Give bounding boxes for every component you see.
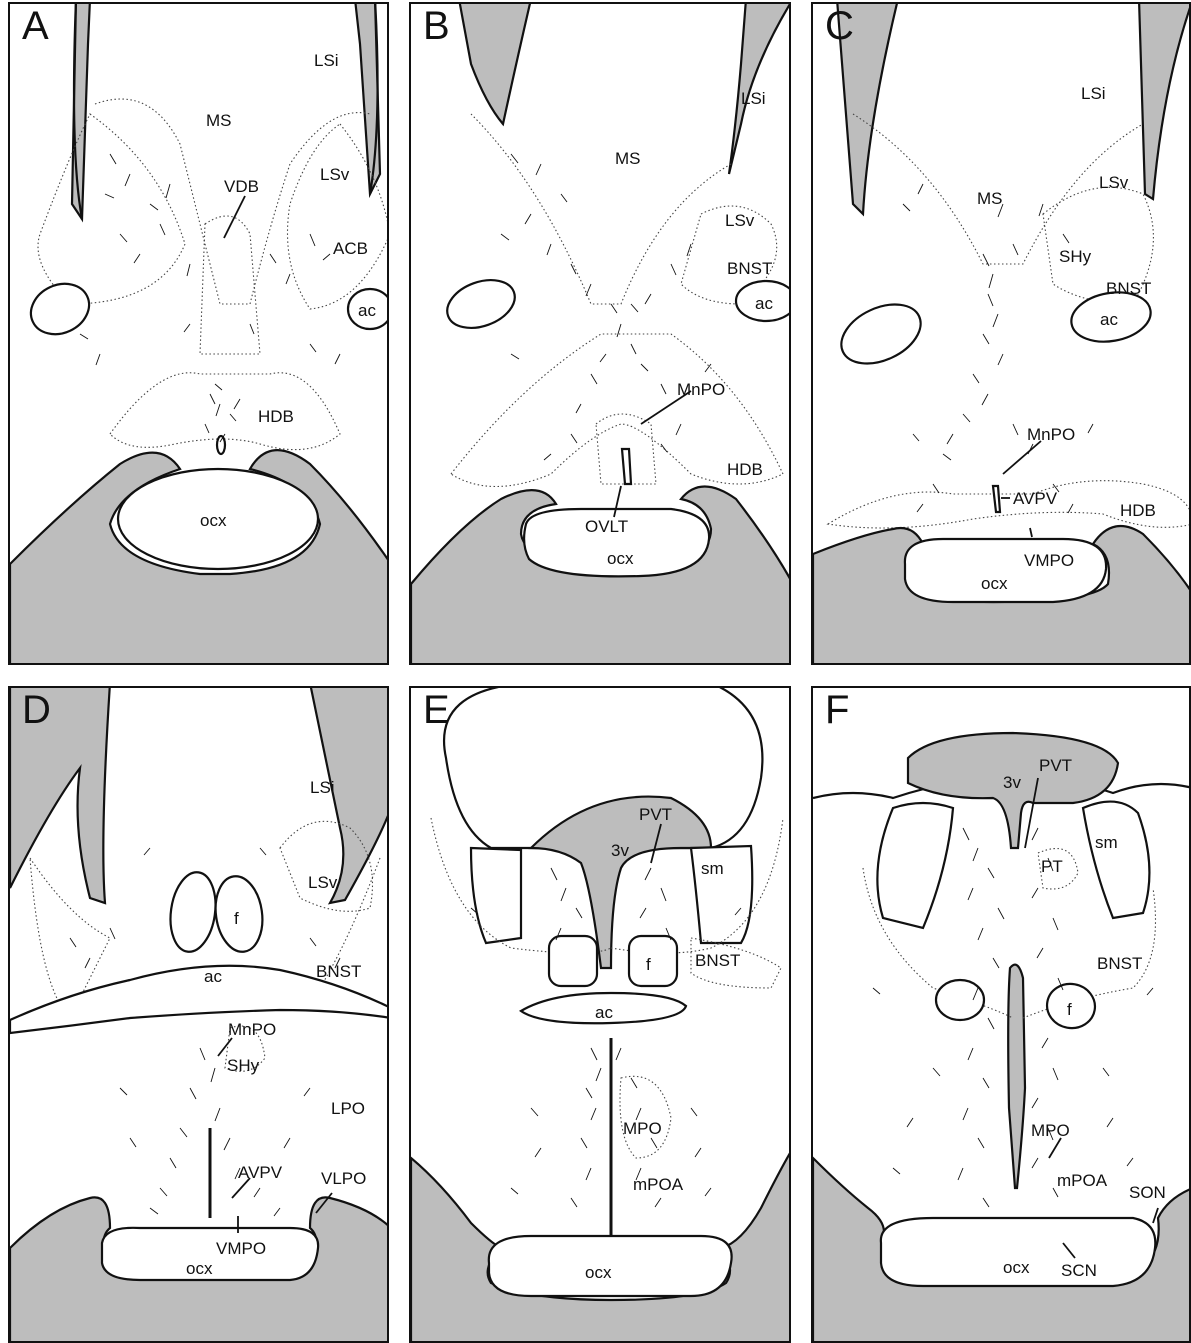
region-label-avpv: AVPV bbox=[238, 1163, 283, 1182]
region-label-scn: SCN bbox=[1061, 1261, 1097, 1280]
region-label-ac: ac bbox=[755, 294, 773, 313]
region-label-pvt: PVT bbox=[639, 805, 672, 824]
region-label-son: SON bbox=[1129, 1183, 1166, 1202]
region-label-acb: ACB bbox=[333, 239, 368, 258]
region-label-lsi: LSi bbox=[314, 51, 339, 70]
region-label-mpo: MPO bbox=[1031, 1121, 1070, 1140]
region-label-bnst: BNST bbox=[695, 951, 740, 970]
region-label-bnst: BNST bbox=[1106, 279, 1151, 298]
region-label-mpo: MPO bbox=[623, 1119, 662, 1138]
panel-c-drawing: LSi MS LSv SHy BNST ac MnPO AVPV HDB VMP… bbox=[813, 4, 1191, 665]
region-label-lpo: LPO bbox=[331, 1099, 365, 1118]
fornix-left bbox=[549, 936, 597, 986]
ms-outline bbox=[95, 99, 370, 304]
region-label-lsv: LSv bbox=[308, 873, 338, 892]
panel-letter: F bbox=[825, 690, 849, 730]
region-label-vlpo: VLPO bbox=[321, 1169, 366, 1188]
region-label-lsi: LSi bbox=[741, 89, 766, 108]
region-label-vmpo: VMPO bbox=[216, 1239, 266, 1258]
region-label-ms: MS bbox=[977, 189, 1003, 208]
panel-letter: A bbox=[22, 6, 49, 46]
region-label-vmpo: VMPO bbox=[1024, 551, 1074, 570]
fornix-right bbox=[211, 873, 267, 955]
region-label-ovlt: OVLT bbox=[585, 517, 628, 536]
region-label-ocx: ocx bbox=[186, 1259, 213, 1278]
region-label-shy: SHy bbox=[1059, 247, 1092, 266]
ac-left bbox=[441, 271, 522, 336]
lsi-region bbox=[82, 698, 341, 868]
fornix-left bbox=[936, 980, 984, 1020]
panel-e: PVT 3v sm f BNST ac MPO mPOA ocx E bbox=[409, 686, 791, 1343]
region-label-mnpo: MnPO bbox=[677, 380, 725, 399]
region-label-pvt: PVT bbox=[1039, 756, 1072, 775]
region-label-vdb: VDB bbox=[224, 177, 259, 196]
region-label-ac: ac bbox=[358, 301, 376, 320]
region-label-sm: sm bbox=[1095, 833, 1118, 852]
region-label-lsv: LSv bbox=[1099, 173, 1129, 192]
region-label-f: f bbox=[646, 955, 651, 974]
region-label-ocx: ocx bbox=[585, 1263, 612, 1282]
region-label-lsi: LSi bbox=[310, 778, 335, 797]
panel-letter: C bbox=[825, 6, 854, 46]
panel-f-drawing: PVT 3v sm PT BNST f MPO mPOA SON ocx SCN bbox=[813, 688, 1191, 1343]
region-label-ocx: ocx bbox=[607, 549, 634, 568]
region-label-bnst: BNST bbox=[727, 259, 772, 278]
lsv-outline-left bbox=[38, 114, 185, 304]
region-label-f: f bbox=[234, 909, 239, 928]
region-label-bnst: BNST bbox=[316, 962, 361, 981]
lateral-ventricle-right bbox=[1139, 4, 1191, 199]
region-label-pt: PT bbox=[1041, 857, 1063, 876]
region-label-ac: ac bbox=[204, 967, 222, 986]
region-label-hdb: HDB bbox=[258, 407, 294, 426]
region-label-avpv: AVPV bbox=[1013, 489, 1058, 508]
panel-letter: E bbox=[423, 690, 450, 730]
fibers-c bbox=[903, 184, 1093, 513]
region-label-lsv: LSv bbox=[725, 211, 755, 230]
region-label-lsi: LSi bbox=[1081, 84, 1106, 103]
region-label-ocx: ocx bbox=[981, 574, 1008, 593]
region-label-ac: ac bbox=[1100, 310, 1118, 329]
ac-left bbox=[23, 275, 98, 344]
panel-d: LSi LSv f ac BNST MnPO SHy LPO AVPV VLPO… bbox=[8, 686, 389, 1343]
region-label-hdb: HDB bbox=[727, 460, 763, 479]
region-label-mnpo: MnPO bbox=[228, 1020, 276, 1039]
region-label-ocx: ocx bbox=[200, 511, 227, 530]
panel-a-drawing: LSi MS VDB LSv ACB ac HDB ocx bbox=[10, 4, 389, 665]
region-label-mpoa: mPOA bbox=[633, 1175, 684, 1194]
panel-c: LSi MS LSv SHy BNST ac MnPO AVPV HDB VMP… bbox=[811, 2, 1191, 665]
panel-e-drawing: PVT 3v sm f BNST ac MPO mPOA ocx bbox=[411, 688, 791, 1343]
panel-a: LSi MS VDB LSv ACB ac HDB ocx A bbox=[8, 2, 389, 665]
vdb-outline bbox=[200, 216, 260, 354]
fornix-right bbox=[629, 936, 677, 986]
lateral-ventricle-left bbox=[459, 4, 531, 124]
fornix-left bbox=[166, 869, 221, 954]
region-label-shy: SHy bbox=[227, 1056, 260, 1075]
panel-d-drawing: LSi LSv f ac BNST MnPO SHy LPO AVPV VLPO… bbox=[10, 688, 389, 1343]
region-label-mnpo: MnPO bbox=[1027, 425, 1075, 444]
region-label-hdb: HDB bbox=[1120, 501, 1156, 520]
region-label-mpoa: mPOA bbox=[1057, 1171, 1108, 1190]
panel-letter: D bbox=[22, 690, 51, 730]
region-label-ac: ac bbox=[595, 1003, 613, 1022]
region-label-3v: 3v bbox=[1003, 773, 1021, 792]
region-label-bnst: BNST bbox=[1097, 954, 1142, 973]
hdb-outline bbox=[110, 373, 340, 450]
fibers-b bbox=[501, 154, 711, 460]
region-label-ms: MS bbox=[615, 149, 641, 168]
panel-letter: B bbox=[423, 6, 450, 46]
panel-b-drawing: LSi MS LSv BNST ac MnPO HDB OVLT ocx bbox=[411, 4, 791, 665]
panel-b: LSi MS LSv BNST ac MnPO HDB OVLT ocx B bbox=[409, 2, 791, 665]
ac-left bbox=[832, 293, 930, 376]
region-label-sm: sm bbox=[701, 859, 724, 878]
region-label-f: f bbox=[1067, 1000, 1072, 1019]
region-label-ms: MS bbox=[206, 111, 232, 130]
third-ventricle-ventral bbox=[1008, 965, 1025, 1188]
region-label-3v: 3v bbox=[611, 841, 629, 860]
region-label-ocx: ocx bbox=[1003, 1258, 1030, 1277]
region-label-lsv: LSv bbox=[320, 165, 350, 184]
panel-f: PVT 3v sm PT BNST f MPO mPOA SON ocx SCN… bbox=[811, 686, 1191, 1343]
